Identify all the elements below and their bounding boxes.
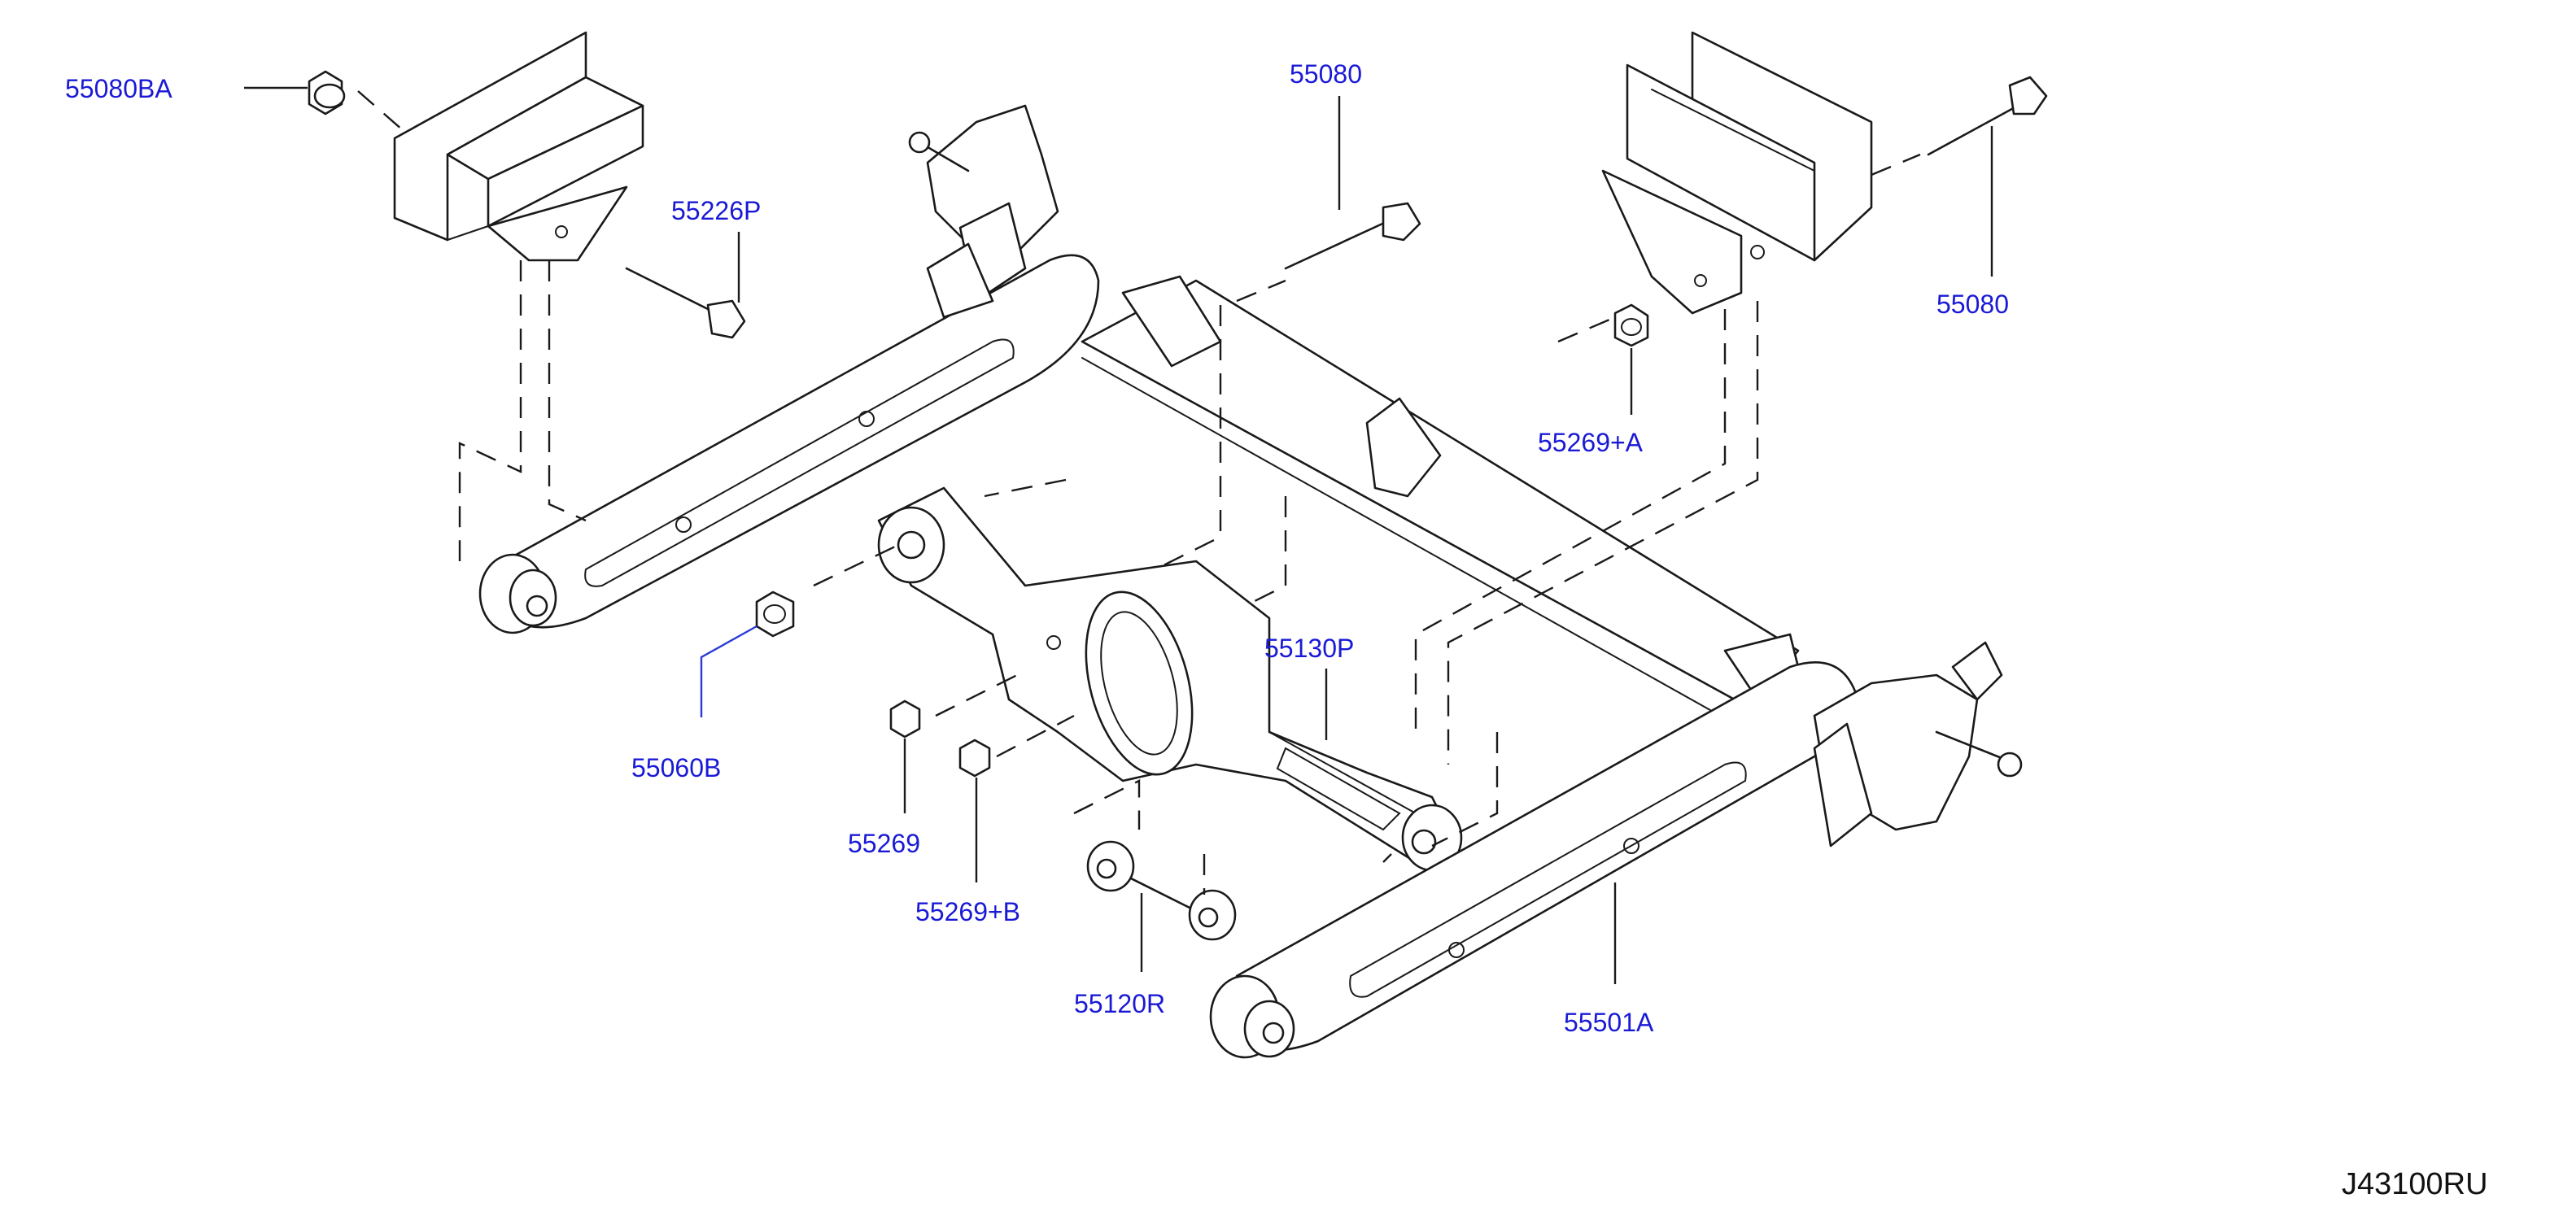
lateral-rod (1086, 840, 1237, 941)
rear-crossmember (1081, 275, 1804, 733)
assembly-lines (357, 90, 1921, 895)
left-body-bracket (393, 31, 644, 262)
right-knuckle (1813, 641, 2023, 848)
left-trailing-arm (478, 254, 1100, 634)
right-trailing-arm (1209, 660, 1857, 1059)
center-member (877, 486, 1463, 872)
fastener-55060B (755, 590, 795, 638)
callout-55501A: 55501A (1564, 1008, 1654, 1037)
leader-lines (244, 86, 1993, 984)
fastener-55269A (1613, 303, 1649, 347)
left-knuckle (908, 104, 1059, 319)
fastener-55226P (625, 267, 746, 339)
callout-55060B: 55060B (631, 753, 721, 782)
callout-55080BA: 55080BA (65, 74, 172, 103)
diagram-code: J43100RU (2342, 1167, 2488, 1201)
fastener-55269 (889, 699, 921, 739)
callout-55269: 55269 (848, 829, 920, 858)
callout-55080-right: 55080 (1936, 290, 2009, 319)
callout-55269B: 55269+B (915, 897, 1020, 926)
fastener-55080-right (1927, 76, 2048, 156)
fastener-55080BA (308, 70, 346, 115)
right-body-bracket (1601, 31, 1873, 315)
callout-55080-center: 55080 (1290, 59, 1362, 89)
fastener-55269B (958, 739, 991, 778)
fastener-55080-center (1284, 202, 1421, 270)
callout-55130P: 55130P (1264, 634, 1354, 663)
callout-55269A: 55269+A (1538, 428, 1644, 457)
callout-55226P: 55226P (671, 196, 761, 225)
callout-55120R: 55120R (1074, 989, 1165, 1018)
